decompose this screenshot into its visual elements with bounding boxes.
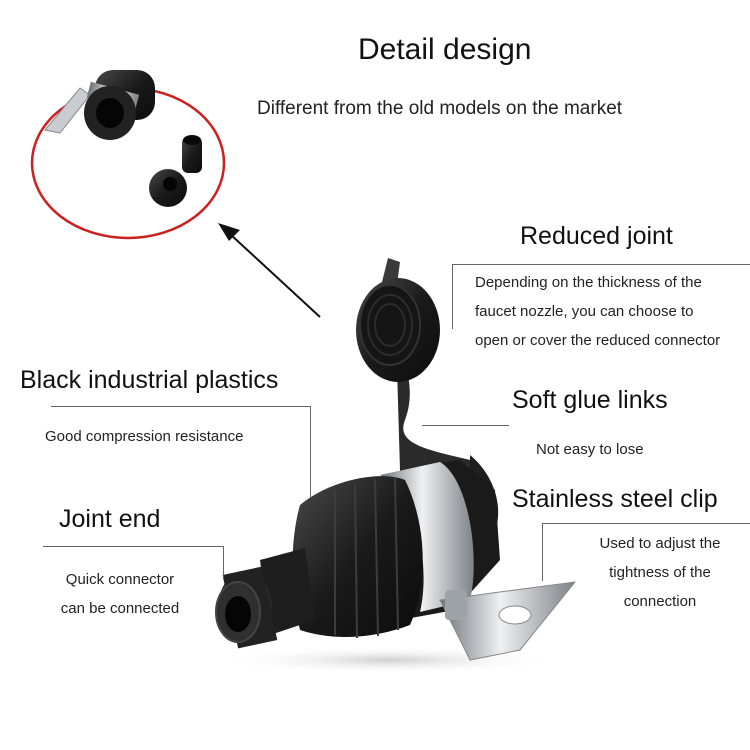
stainless-steel-clip xyxy=(439,581,577,661)
callout-text-line: connection xyxy=(623,593,697,610)
callout-text-line: faucet nozzle, you can choose to xyxy=(475,303,694,320)
callout-text-line: open or cover the reduced connector xyxy=(475,332,721,349)
detail-connector-icon xyxy=(44,70,155,140)
leader-line xyxy=(542,523,750,524)
callout-text-line: Not easy to lose xyxy=(536,441,644,458)
pointer-arrow-icon xyxy=(218,223,321,318)
leader-line xyxy=(310,406,311,498)
callout-heading: Soft glue links xyxy=(512,386,668,414)
reduced-joint-cap xyxy=(356,278,440,382)
leader-line xyxy=(542,523,543,581)
callout-heading: Stainless steel clip xyxy=(512,485,718,513)
leader-line xyxy=(223,546,224,578)
leader-line xyxy=(422,425,509,426)
faucet-connector-product xyxy=(215,258,577,674)
callout-text-line: tightness of the xyxy=(609,564,711,581)
leader-line xyxy=(452,264,750,265)
callout-heading: Joint end xyxy=(59,505,161,533)
callout-heading: Black industrial plastics xyxy=(20,366,279,394)
page-subtitle: Different from the old models on the mar… xyxy=(257,98,623,119)
quick-connector-end xyxy=(215,566,278,649)
leader-line xyxy=(452,264,453,329)
callout-text-line: Good compression resistance xyxy=(45,428,244,445)
detail-reducer-piece-icon xyxy=(149,169,187,207)
callout-text-line: Depending on the thickness of the xyxy=(475,274,702,291)
detail-adapter-piece-icon xyxy=(182,135,202,173)
detail-zoom-circle xyxy=(30,70,226,240)
callout-text-line: Quick connector xyxy=(65,571,175,588)
leader-line xyxy=(51,406,311,407)
callout-text-line: can be connected xyxy=(60,600,180,617)
callout-text-line: Used to adjust the xyxy=(599,535,721,552)
page-title: Detail design xyxy=(358,33,532,66)
callout-heading: Reduced joint xyxy=(520,222,673,250)
main-body xyxy=(215,460,500,649)
leader-line xyxy=(43,546,224,547)
